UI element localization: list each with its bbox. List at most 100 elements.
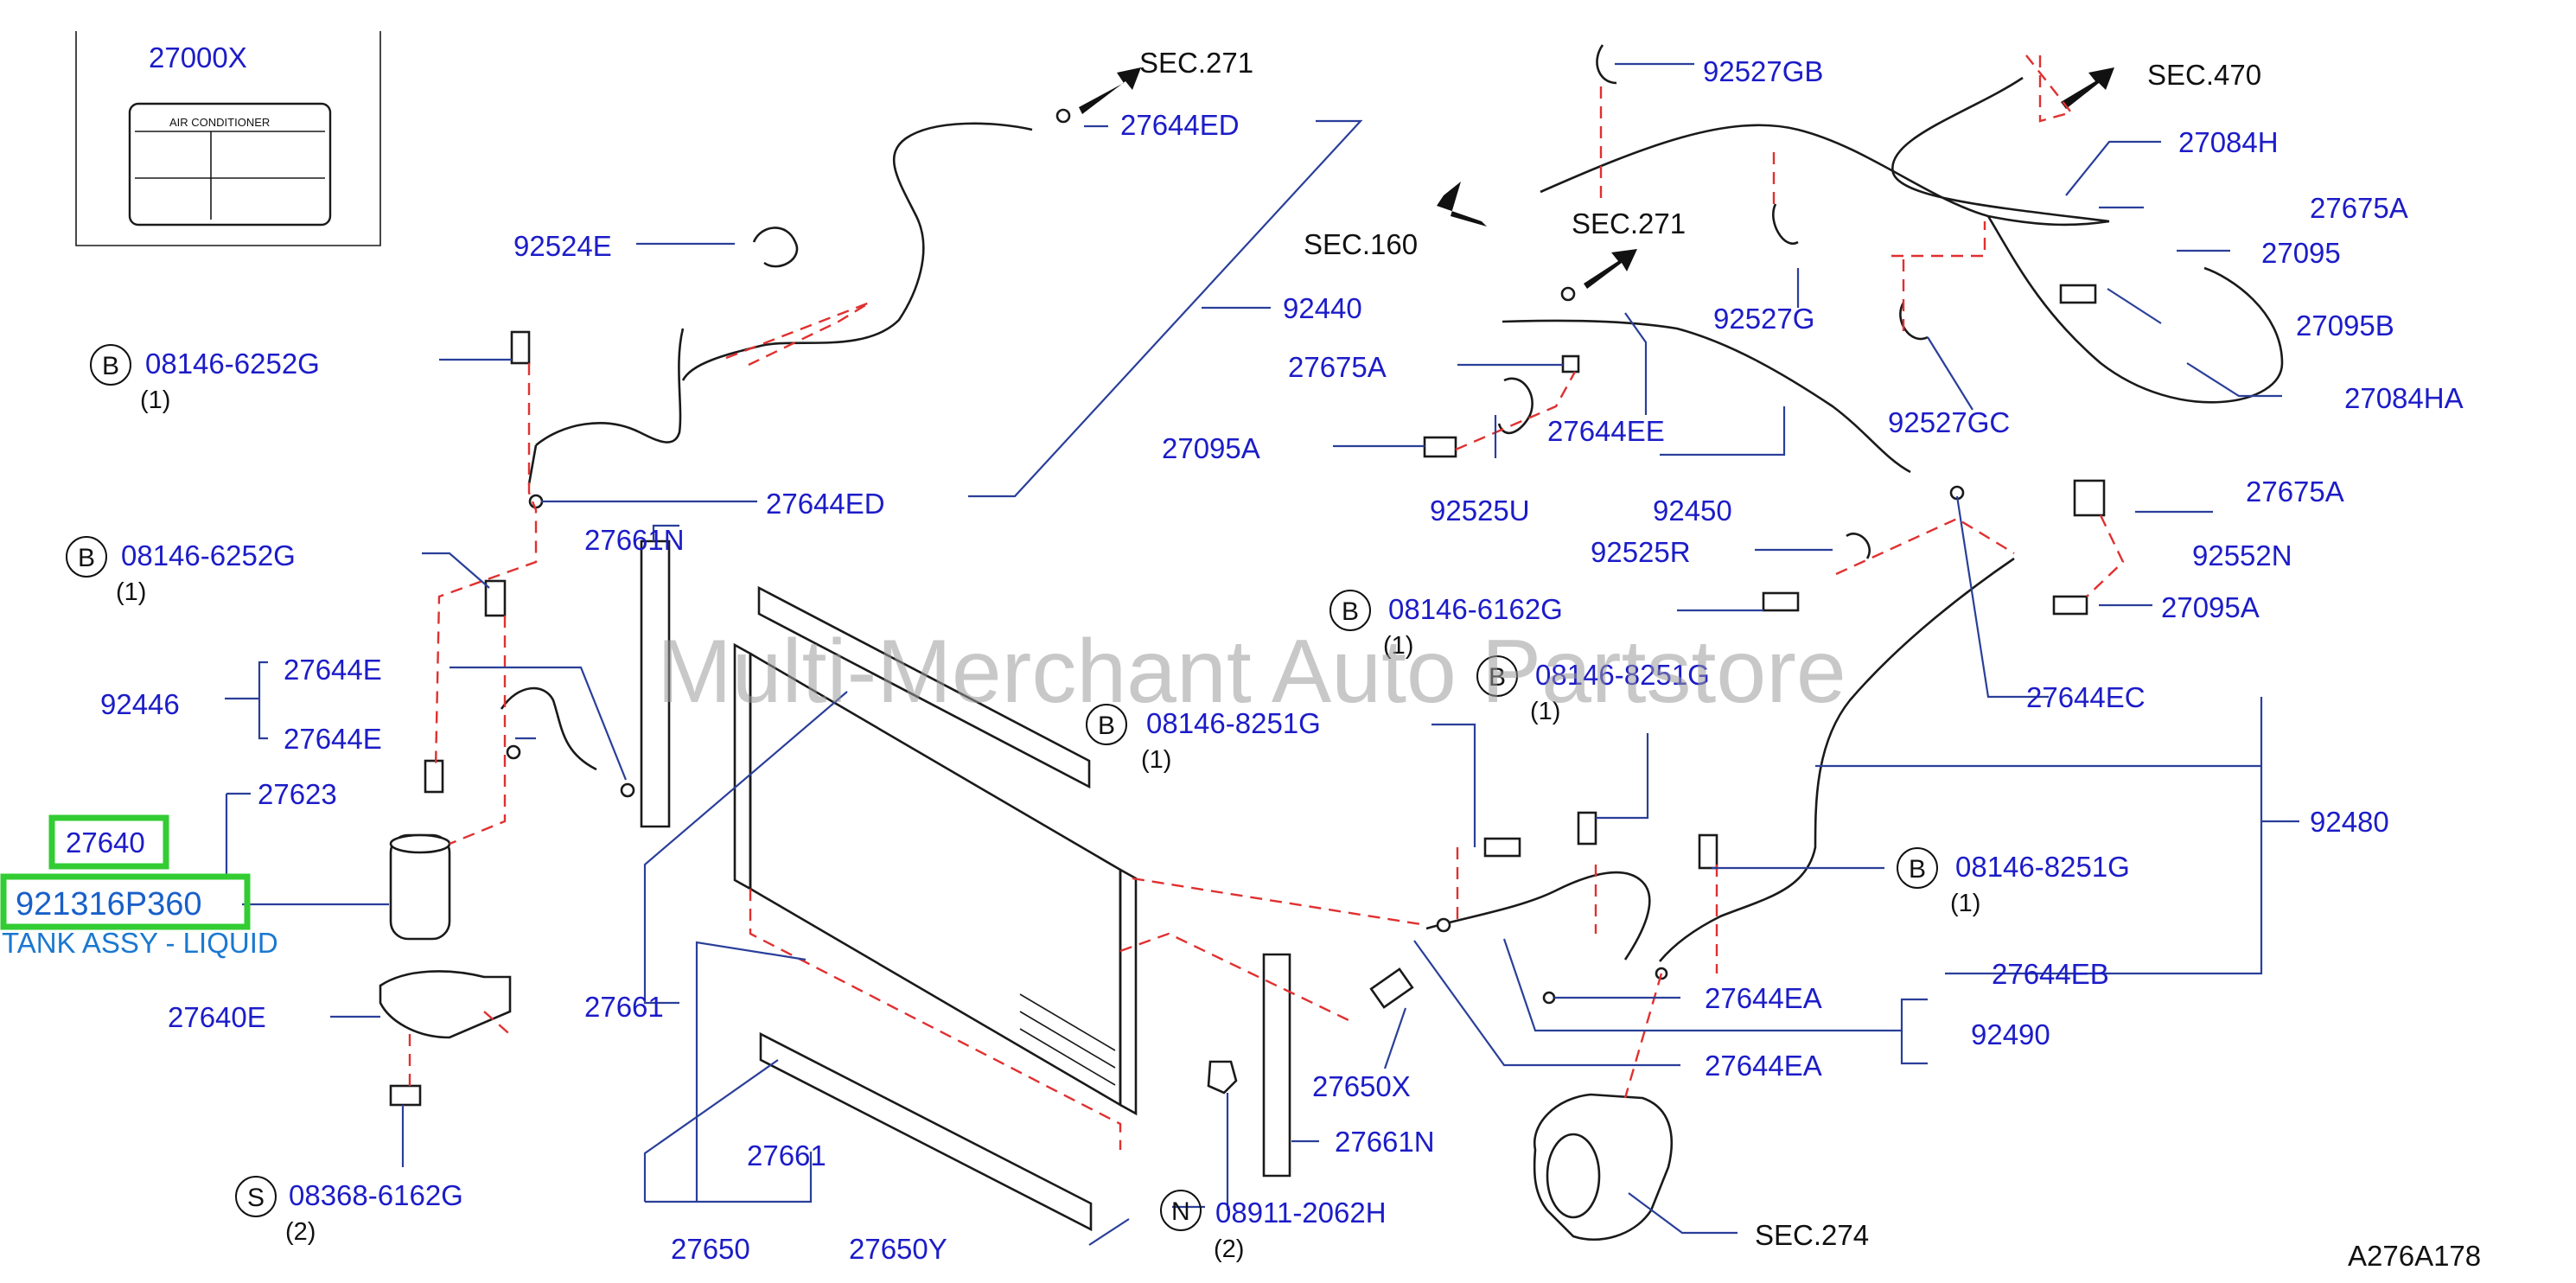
sec274-label[interactable]: SEC.274 — [1755, 1219, 1869, 1251]
part-27650-label[interactable]: 27650 — [671, 1233, 750, 1265]
clip-92524e — [752, 227, 799, 268]
assembly-dashed-lines — [408, 54, 2125, 1150]
hose-92480 — [1659, 557, 2015, 962]
seal-27661n-left — [640, 539, 671, 828]
part-27644eb-label[interactable]: 27644EB — [1992, 958, 2109, 990]
o-ring-icon — [1542, 991, 1556, 1005]
part-27644e-b-label[interactable]: 27644E — [284, 723, 382, 755]
part-08146-6252g-2-qty: (1) — [116, 578, 146, 606]
label-panel-part-number[interactable]: 27000X — [149, 41, 247, 73]
part-27640e-label[interactable]: 27640E — [168, 1001, 266, 1033]
bolt-marker-2-icon — [66, 536, 107, 578]
pipes — [500, 76, 2284, 962]
part-27644ed-top-label[interactable]: 27644ED — [1120, 109, 1240, 141]
part-92450-label[interactable]: 92450 — [1653, 495, 1732, 527]
bolt-icon — [389, 1084, 422, 1107]
callout-labels: SEC.271 27644ED 92524E SEC.160 92440 B 0… — [0, 47, 2481, 1272]
part-27644ea-2-label[interactable]: 27644EA — [1705, 1050, 1822, 1082]
part-08146-6252g-1-qty: (1) — [140, 386, 170, 414]
part-08146-8251g-3-label[interactable]: 08146-8251G — [1955, 851, 2130, 883]
part-08368-6162g-qty: (2) — [285, 1218, 316, 1246]
part-92527gc-label[interactable]: 92527GC — [1888, 406, 2010, 438]
bolt-marker-1-icon — [90, 344, 131, 386]
seal-strip-top — [757, 585, 1091, 789]
part-08146-6252g-2-label[interactable]: 08146-6252G — [121, 539, 296, 571]
label-panel: 27000X AIR CONDITIONER — [75, 31, 381, 246]
part-08911-2062h-qty: (2) — [1214, 1235, 1244, 1263]
part-92525r-label[interactable]: 92525R — [1591, 536, 1691, 568]
part-27644ed-mid-label[interactable]: 27644ED — [766, 488, 885, 520]
part-27095b-label[interactable]: 27095B — [2296, 310, 2394, 341]
part-27095a-2-label[interactable]: 27095A — [2161, 591, 2260, 623]
part-27095-label[interactable]: 27095 — [2261, 237, 2341, 269]
part-27661-bottom-label[interactable]: 27661 — [747, 1139, 826, 1171]
part-08146-6162g-qty: (1) — [1383, 632, 1413, 660]
part-08146-6162g-label[interactable]: 08146-6162G — [1388, 593, 1563, 625]
part-27644ec-label[interactable]: 27644EC — [2026, 681, 2146, 713]
pipe-92440-lower — [535, 328, 685, 446]
part-27644ea-1-label[interactable]: 27644EA — [1705, 982, 1822, 1014]
pipe-92440 — [681, 122, 1033, 381]
part-92440-label[interactable]: 92440 — [1283, 292, 1362, 324]
part-27084h-label[interactable]: 27084H — [2178, 126, 2279, 158]
part-27675a-2-label[interactable]: 27675A — [1288, 351, 1387, 383]
part-92525u-label[interactable]: 92525U — [1430, 495, 1530, 527]
part-27661n-top-label[interactable]: 27661N — [584, 524, 685, 556]
part-92527gb-label[interactable]: 92527GB — [1703, 55, 1823, 87]
sec271-top-label[interactable]: SEC.271 — [1139, 47, 1253, 79]
leader-lines — [225, 62, 2299, 1246]
part-92524e-label[interactable]: 92524E — [513, 230, 612, 262]
part-27644ee-label[interactable]: 27644EE — [1547, 415, 1665, 447]
part-92527g-label[interactable]: 92527G — [1713, 303, 1814, 335]
sec470-label[interactable]: SEC.470 — [2147, 59, 2261, 91]
bolt-icon — [424, 759, 444, 794]
bolt-marker-5-letter: B — [1489, 663, 1506, 692]
bolt-icon — [1698, 833, 1718, 870]
nut-shape — [1207, 1060, 1238, 1095]
o-ring-icon — [1560, 286, 1576, 302]
bolt-icon — [1561, 354, 1580, 373]
seal-strip-bottom — [759, 1031, 1093, 1232]
tank-assy-liquid-desc: TANK ASSY - LIQUID — [2, 927, 278, 959]
o-ring-icon — [1055, 108, 1071, 124]
part-92480-label[interactable]: 92480 — [2310, 806, 2389, 838]
part-08368-6162g-label[interactable]: 08368-6162G — [289, 1179, 463, 1211]
part-08146-8251g-2-qty: (1) — [1530, 698, 1560, 725]
part-27661n-bottom-label[interactable]: 27661N — [1335, 1126, 1435, 1158]
part-92446-label[interactable]: 92446 — [100, 688, 180, 720]
pipe-92450 — [1502, 319, 1911, 474]
part-921316p360-label[interactable]: 921316P360 — [16, 886, 202, 922]
o-ring-icon — [528, 494, 544, 509]
highlight-921316p360-box — [0, 873, 251, 930]
part-92552n-label[interactable]: 92552N — [2192, 539, 2292, 571]
clip-92527g — [1772, 203, 1799, 246]
bolt-marker-3-letter: B — [1098, 712, 1115, 740]
screw-marker-icon — [235, 1176, 277, 1217]
part-08911-2062h-label[interactable]: 08911-2062H — [1215, 1197, 1387, 1229]
diagram-id: A276A178 — [2348, 1240, 2481, 1272]
part-08146-8251g-2-label[interactable]: 08146-8251G — [1535, 659, 1710, 691]
sec271-mid-label[interactable]: SEC.271 — [1572, 207, 1686, 239]
part-08146-8251g-3-qty: (1) — [1950, 890, 1980, 917]
part-27623-label[interactable]: 27623 — [258, 778, 337, 810]
part-08146-6252g-1-label[interactable]: 08146-6252G — [145, 348, 320, 380]
part-27650x-label[interactable]: 27650X — [1312, 1070, 1411, 1102]
part-27675a-3-label[interactable]: 27675A — [2246, 476, 2344, 507]
part-27095a-1-label[interactable]: 27095A — [1162, 432, 1260, 464]
condenser-right-tank — [1119, 867, 1138, 1116]
pressure-switch — [1369, 967, 1414, 1009]
part-27661-left-label[interactable]: 27661 — [584, 991, 664, 1023]
arrow-sec160-icon — [1437, 182, 1487, 227]
part-08146-8251g-1-label[interactable]: 08146-8251G — [1146, 707, 1321, 739]
part-92490-label[interactable]: 92490 — [1971, 1018, 2050, 1050]
part-27640-label[interactable]: 27640 — [66, 827, 145, 859]
sec160-label[interactable]: SEC.160 — [1304, 228, 1418, 260]
part-27644e-a-label[interactable]: 27644E — [284, 654, 382, 686]
part-27084ha-label[interactable]: 27084HA — [2344, 382, 2464, 414]
clip-92525r — [1846, 533, 1871, 559]
o-ring-icon — [620, 782, 635, 798]
part-27675a-1-label[interactable]: 27675A — [2310, 192, 2408, 224]
part-27650y-label[interactable]: 27650Y — [849, 1233, 947, 1265]
o-ring-icon — [1436, 917, 1451, 933]
